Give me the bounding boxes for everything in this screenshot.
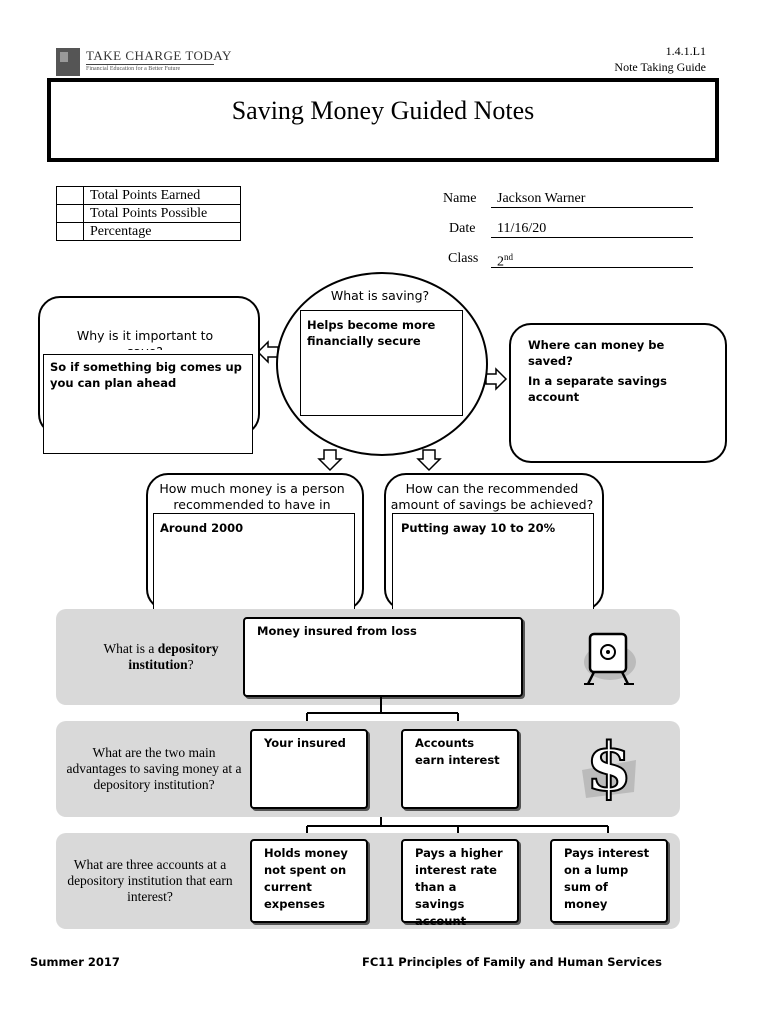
logo-title: TAKE CHARGE TODAY [86,48,232,63]
advantages-band [56,721,680,817]
name-field[interactable]: Jackson Warner [491,191,693,208]
arrow-icon [416,449,442,472]
how-achieve-question: How can the recommended amount of saving… [390,481,594,512]
how-much-answer: Around 2000 [160,521,244,535]
where-save-answer: In a separate savings account [528,374,667,404]
why-save-question: Why is it important to save? [76,328,214,350]
score-row: Total Points Earned [56,186,241,205]
score-table: Total Points Earned Total Points Possibl… [56,186,241,241]
logo-subtitle: Financial Education for a Better Future [86,66,181,72]
account-answer: Pays interest on a lump sum of money [564,846,650,911]
where-save-question: Where can money be saved? [528,338,665,368]
depository-question: What is a depository institution? [76,641,246,673]
date-field[interactable]: 11/16/20 [491,221,693,238]
depository-answer: Money insured from loss [257,624,417,638]
score-label: Percentage [83,222,241,241]
class-field[interactable]: 2nd [491,249,693,270]
date-label: Date [449,221,476,236]
score-row: Total Points Possible [56,204,241,223]
advantage-answer-box[interactable]: Accounts earn interest [401,729,519,809]
document-type: Note Taking Guide [614,60,706,74]
class-label: Class [448,251,479,266]
score-row: Percentage [56,222,241,241]
svg-text:$: $ [586,730,632,804]
arrow-icon [317,449,343,472]
depository-question-bold: depository institution [128,641,219,672]
title-box [47,78,719,162]
account-answer-box[interactable]: Holds money not spent on current expense… [250,839,368,923]
score-label: Total Points Earned [83,186,241,205]
page-title: Saving Money Guided Notes [231,96,535,125]
saving-answer: Helps become more financially secure [307,318,436,348]
depository-question-post: ? [187,657,194,672]
class-number: 2 [497,254,504,270]
document-code: 1.4.1.L1 [665,44,706,58]
depository-answer-box[interactable]: Money insured from loss [243,617,523,697]
where-save-box [509,323,727,463]
account-answer-box[interactable]: Pays interest on a lump sum of money [550,839,668,923]
saving-answer-box[interactable] [300,310,463,416]
how-achieve-answer-box[interactable] [392,513,594,611]
safe-icon [584,632,636,685]
account-answer-box[interactable]: Pays a higher interest rate than a savin… [401,839,519,928]
logo-icon [56,48,80,76]
account-answer: Pays a higher interest rate than a savin… [415,846,503,928]
dollar-sign-icon: $ [582,730,636,804]
account-answer: Holds money not spent on current expense… [264,846,348,911]
name-label: Name [443,191,477,206]
saving-question: What is saving? [330,288,430,303]
class-suffix: nd [504,252,513,262]
footer-left: Summer 2017 [30,955,120,969]
logo-divider [86,64,214,65]
why-save-answer-box[interactable] [43,354,253,454]
how-much-answer-box[interactable] [153,513,355,611]
how-achieve-answer: Putting away 10 to 20% [401,521,556,535]
footer-center: FC11 Principles of Family and Human Serv… [362,955,662,969]
how-much-question: How much money is a person recommended t… [159,481,345,512]
advantage-answer-box[interactable]: Your insured [250,729,368,809]
advantage-answer: Accounts earn interest [415,736,500,767]
why-save-answer: So if something big comes up you can pla… [50,360,242,390]
advantages-question: What are the two main advantages to savi… [66,745,242,792]
depository-question-pre: What is a [103,641,158,656]
accounts-question: What are three accounts at a depository … [67,857,233,904]
advantage-answer: Your insured [264,736,346,750]
